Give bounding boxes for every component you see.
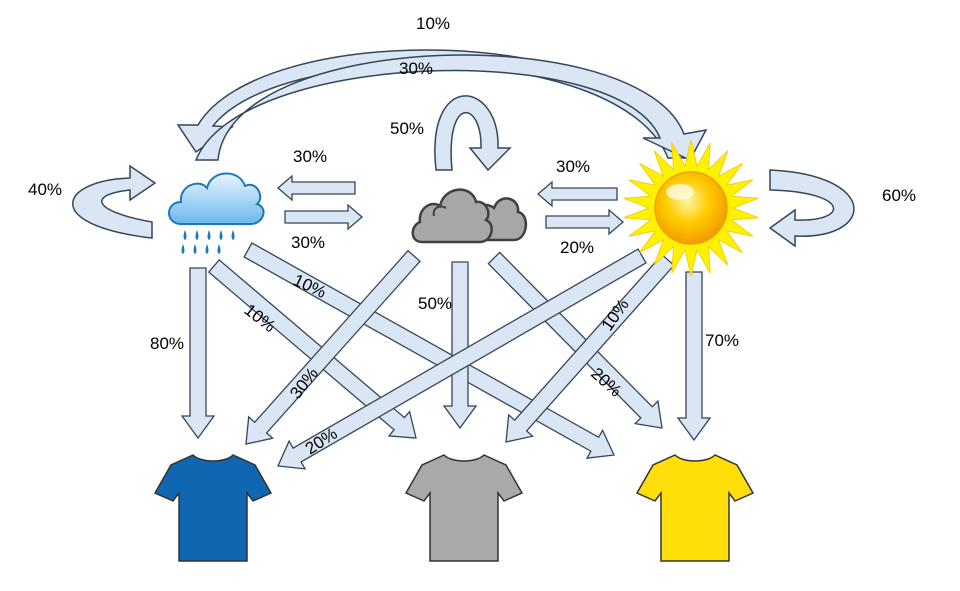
yellow-tshirt-icon bbox=[635, 454, 755, 562]
label-sunny-yellow: 70% bbox=[705, 331, 739, 350]
emission-arrow-rainy-blue bbox=[180, 267, 216, 440]
loop-cloudy bbox=[434, 95, 512, 172]
blue-tshirt-icon bbox=[153, 454, 273, 562]
loop-rainy bbox=[72, 164, 157, 239]
emission-arrow-sunny-yellow bbox=[676, 271, 712, 442]
loop-sunny bbox=[768, 169, 855, 248]
label-cloudy-to-rainy: 30% bbox=[293, 147, 327, 166]
emission-arrow-cloudy-yellow bbox=[487, 251, 663, 429]
label-cloudy-to-cloudy: 50% bbox=[390, 119, 424, 138]
label-rainy-yellow: 10% bbox=[290, 270, 329, 302]
arrow-cloudy-to-sunny bbox=[545, 208, 624, 236]
label-rainy-blue: 80% bbox=[150, 334, 184, 353]
gray-tshirt-icon bbox=[404, 454, 524, 562]
label-rainy-to-cloudy: 30% bbox=[291, 233, 325, 252]
emission-arrow-cloudy-blue bbox=[245, 249, 421, 445]
emission-arrow-cloudy-gray bbox=[442, 261, 478, 430]
emission-arrow-rainy-yellow bbox=[243, 242, 615, 459]
sun-icon bbox=[623, 139, 759, 277]
arrow-rainy-to-cloudy bbox=[284, 203, 363, 231]
emission-arrows bbox=[180, 242, 712, 470]
label-cloudy-to-sunny: 20% bbox=[560, 238, 594, 257]
label-sunny-to-rainy: 10% bbox=[416, 14, 450, 33]
arrow-sunny-to-cloudy bbox=[537, 180, 618, 208]
label-sunny-to-sunny: 60% bbox=[882, 186, 916, 205]
rain-cloud-icon bbox=[168, 172, 265, 254]
label-rainy-to-sunny: 30% bbox=[399, 59, 433, 78]
arc-rainy-to-sunny bbox=[194, 54, 708, 161]
cloud-icon bbox=[411, 188, 527, 244]
emission-arrow-sunny-gray bbox=[505, 253, 675, 443]
label-sunny-to-cloudy: 30% bbox=[556, 157, 590, 176]
emission-arrow-sunny-blue bbox=[277, 248, 647, 470]
label-rainy-to-rainy: 40% bbox=[28, 180, 62, 199]
label-cloudy-gray: 50% bbox=[418, 294, 452, 313]
arrow-cloudy-to-rainy bbox=[277, 174, 356, 202]
emission-arrow-rainy-gray bbox=[207, 258, 417, 439]
